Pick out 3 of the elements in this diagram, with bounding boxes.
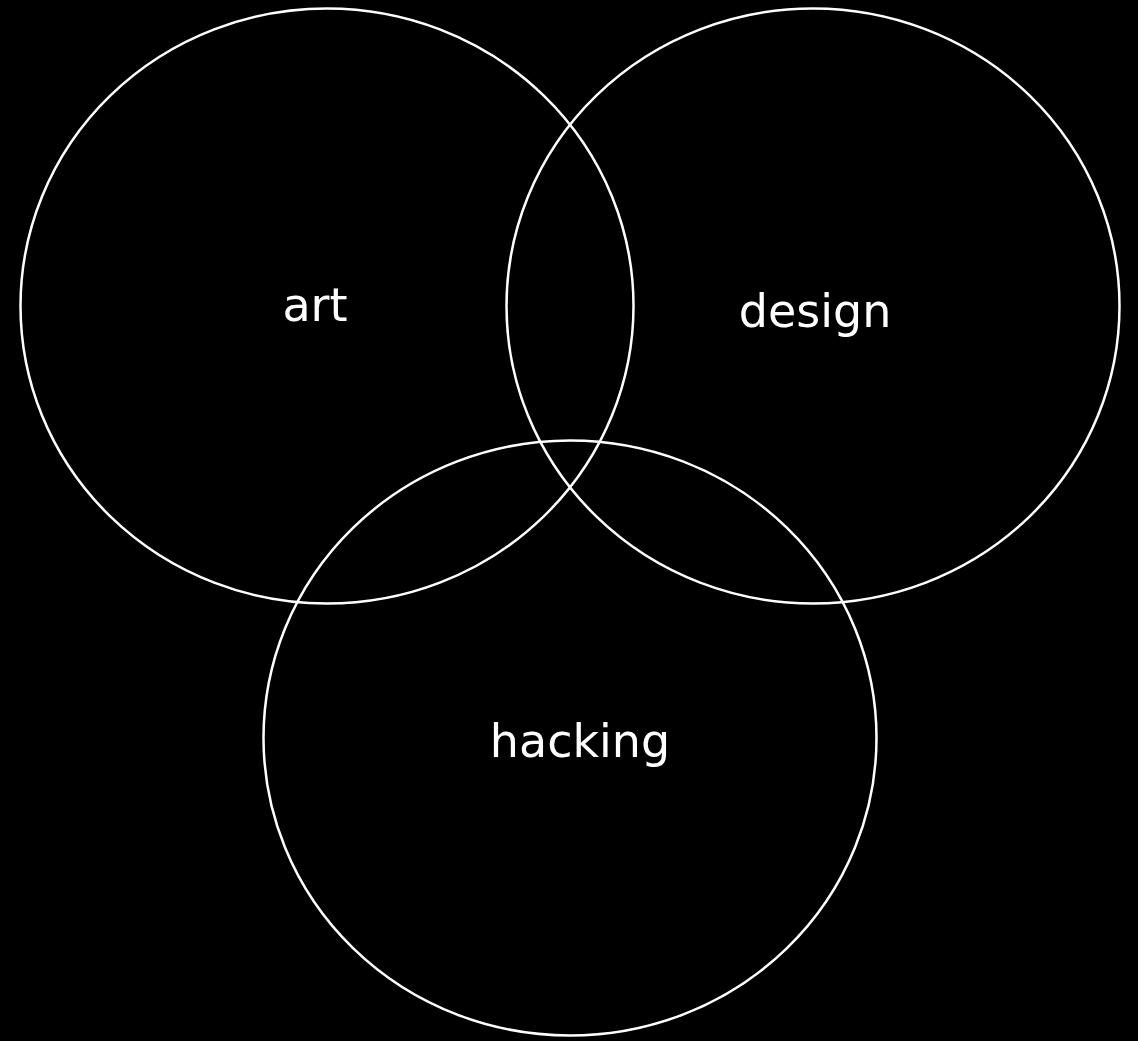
circle-label: art (282, 278, 348, 332)
circle-label: design (738, 284, 892, 338)
circle-label: hacking (489, 714, 671, 768)
